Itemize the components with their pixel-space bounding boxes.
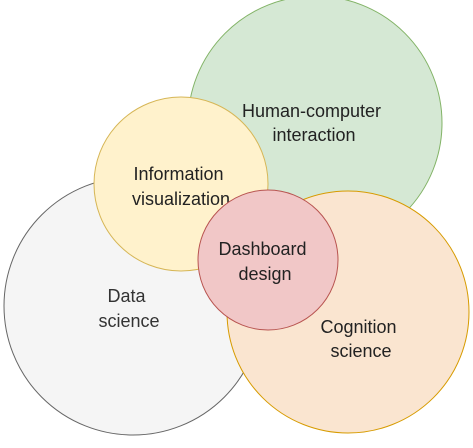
bubble-label-line-2: visualization: [132, 189, 230, 209]
bubble-label-line-2: science: [98, 311, 159, 331]
bubble-label: Human-computer interaction: [242, 101, 386, 145]
bubble-label: Cognition science: [320, 317, 401, 361]
bubble-label-line-1: Cognition: [320, 317, 396, 337]
bubble-label: Information visualization: [132, 164, 230, 209]
bubble-label-line-2: interaction: [272, 125, 355, 145]
bubble-label: Data science: [98, 286, 159, 331]
bubble-circle: [197, 189, 339, 331]
bubble-label-line-2: design: [238, 264, 291, 284]
bubble-label-line-1: Information: [133, 164, 223, 184]
bubble-label: Dashboard design: [218, 239, 311, 284]
bubble-label-line-1: Dashboard: [218, 239, 306, 259]
bubble-label-line-1: Human-computer: [242, 101, 381, 121]
bubble-label-line-1: Data: [107, 286, 146, 306]
bubble-dashboard-design: Dashboard design: [197, 189, 339, 331]
bubble-label-line-2: science: [330, 341, 391, 361]
